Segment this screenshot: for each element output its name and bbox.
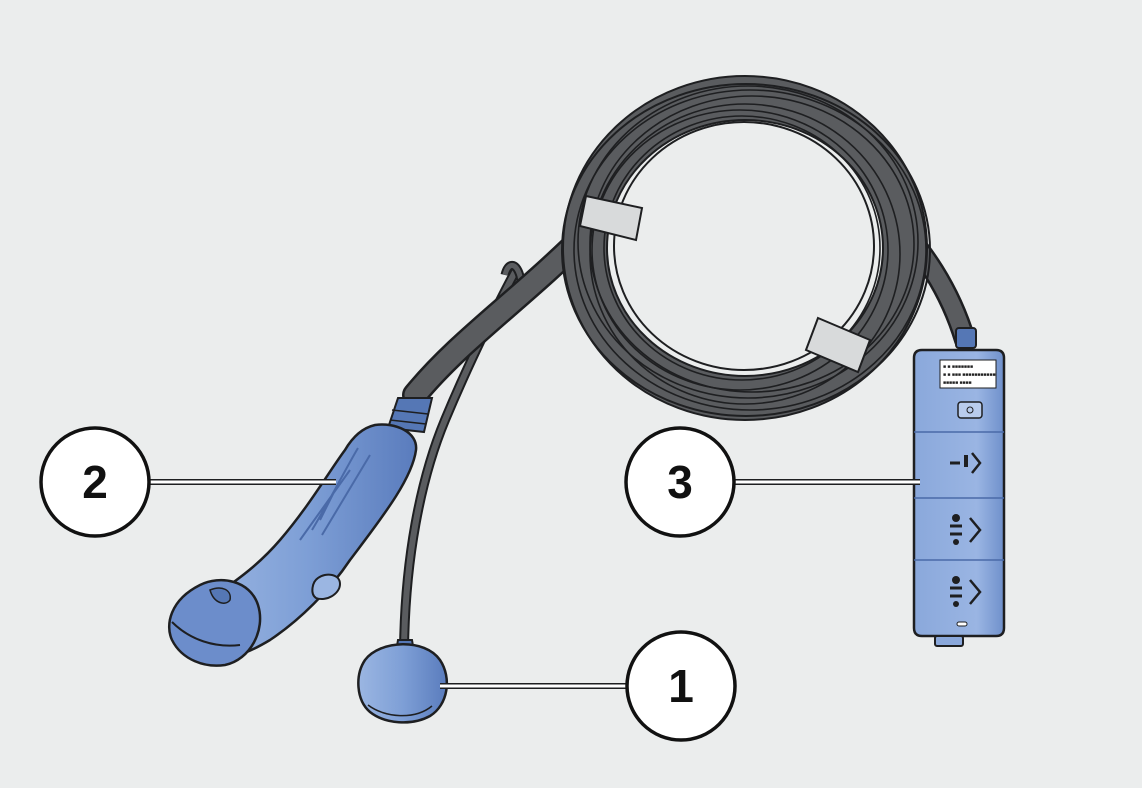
callout-2: 2 — [39, 426, 151, 538]
callout-1: 1 — [625, 630, 737, 742]
cable-coil — [561, 75, 931, 421]
callout-3: 3 — [624, 426, 736, 538]
callout-3-label: 3 — [667, 456, 693, 508]
callout-1-label: 1 — [668, 660, 694, 712]
wall-plug-icon — [357, 639, 448, 724]
ev-connector-icon — [168, 397, 434, 667]
callout-2-label: 2 — [82, 456, 108, 508]
cable-strap-top — [578, 194, 644, 242]
label-line-3: ■■■■■ ■■■■ — [943, 380, 972, 386]
leader-lines — [150, 479, 920, 689]
label-line-2: ■ ■ ■■■ ■■■■■■■■■■■ — [943, 372, 996, 378]
control-box-icon: ■ ■ ■■■■■■■ ■ ■ ■■■ ■■■■■■■■■■■ ■■■■■ ■■… — [912, 327, 1006, 647]
control-box-label: ■ ■ ■■■■■■■ ■ ■ ■■■ ■■■■■■■■■■■ ■■■■■ ■■… — [943, 364, 996, 386]
label-line-1: ■ ■ ■■■■■■■ — [943, 364, 973, 370]
cable-strap-right — [804, 316, 872, 374]
